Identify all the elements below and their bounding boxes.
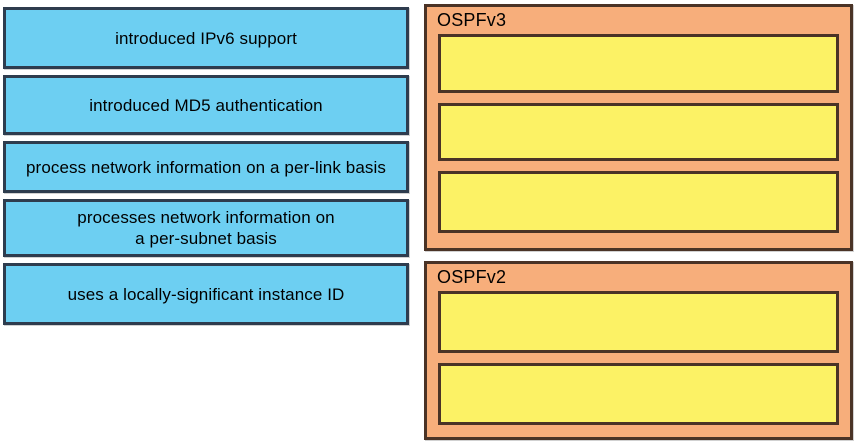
source-item-list: introduced IPv6 support introduced MD5 a… [3, 7, 410, 331]
drag-item-per-subnet-basis[interactable]: processes network information on a per-s… [3, 199, 409, 257]
drop-panel-ospfv3[interactable]: OSPFv3 [424, 4, 853, 251]
drop-panel-ospfv2[interactable]: OSPFv2 [424, 261, 853, 440]
drop-slot-ospfv3-2[interactable] [438, 103, 839, 161]
drag-item-introduced-ipv6-support[interactable]: introduced IPv6 support [3, 7, 409, 69]
drag-item-per-link-basis[interactable]: process network information on a per-lin… [3, 141, 409, 193]
drop-slot-ospfv2-1[interactable] [438, 291, 839, 353]
drop-slot-ospfv2-2[interactable] [438, 363, 839, 425]
drag-item-locally-significant-instance-id[interactable]: uses a locally-significant instance ID [3, 263, 409, 325]
drag-item-label: processes network information on a per-s… [77, 208, 335, 248]
drag-item-label: process network information on a per-lin… [26, 157, 386, 177]
drop-slot-ospfv3-1[interactable] [438, 34, 839, 93]
drag-item-label: introduced IPv6 support [115, 28, 297, 48]
drop-slot-list-ospfv3 [438, 34, 839, 240]
drop-slot-ospfv3-3[interactable] [438, 171, 839, 233]
drop-panel-title-ospfv3: OSPFv3 [437, 10, 507, 30]
drag-item-introduced-md5-authentication[interactable]: introduced MD5 authentication [3, 75, 409, 135]
drag-item-label: introduced MD5 authentication [89, 95, 323, 115]
drop-slot-list-ospfv2 [438, 291, 839, 429]
drag-item-label: uses a locally-significant instance ID [67, 284, 345, 304]
drop-panel-title-ospfv2: OSPFv2 [437, 267, 507, 287]
